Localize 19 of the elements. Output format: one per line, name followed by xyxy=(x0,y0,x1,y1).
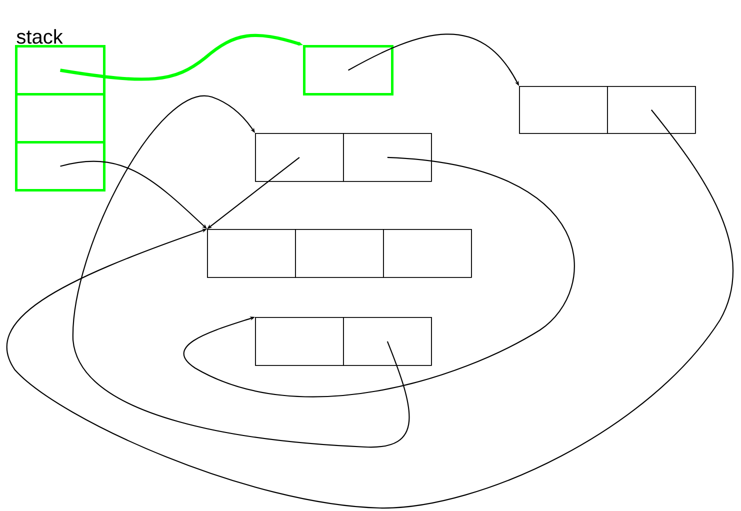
record-cell xyxy=(607,86,696,134)
record-cell xyxy=(383,229,472,278)
record-cell xyxy=(343,133,432,182)
pointer-arrow xyxy=(72,96,410,448)
record-cell xyxy=(519,86,608,134)
stack-cell xyxy=(15,141,106,192)
stack-cell xyxy=(15,45,106,96)
pointer-box xyxy=(303,45,394,96)
pointer-arrow xyxy=(60,160,207,229)
record-cell xyxy=(295,229,384,278)
node-label: stack xyxy=(16,29,63,44)
stack-cell xyxy=(15,93,106,144)
record-cell xyxy=(255,133,344,182)
record-cell xyxy=(207,229,296,278)
record-cell xyxy=(343,317,432,366)
pointer-arrow xyxy=(7,110,734,509)
record-cell xyxy=(255,317,344,366)
pointer-arrow xyxy=(207,156,300,229)
pointer-arrow xyxy=(184,156,575,398)
